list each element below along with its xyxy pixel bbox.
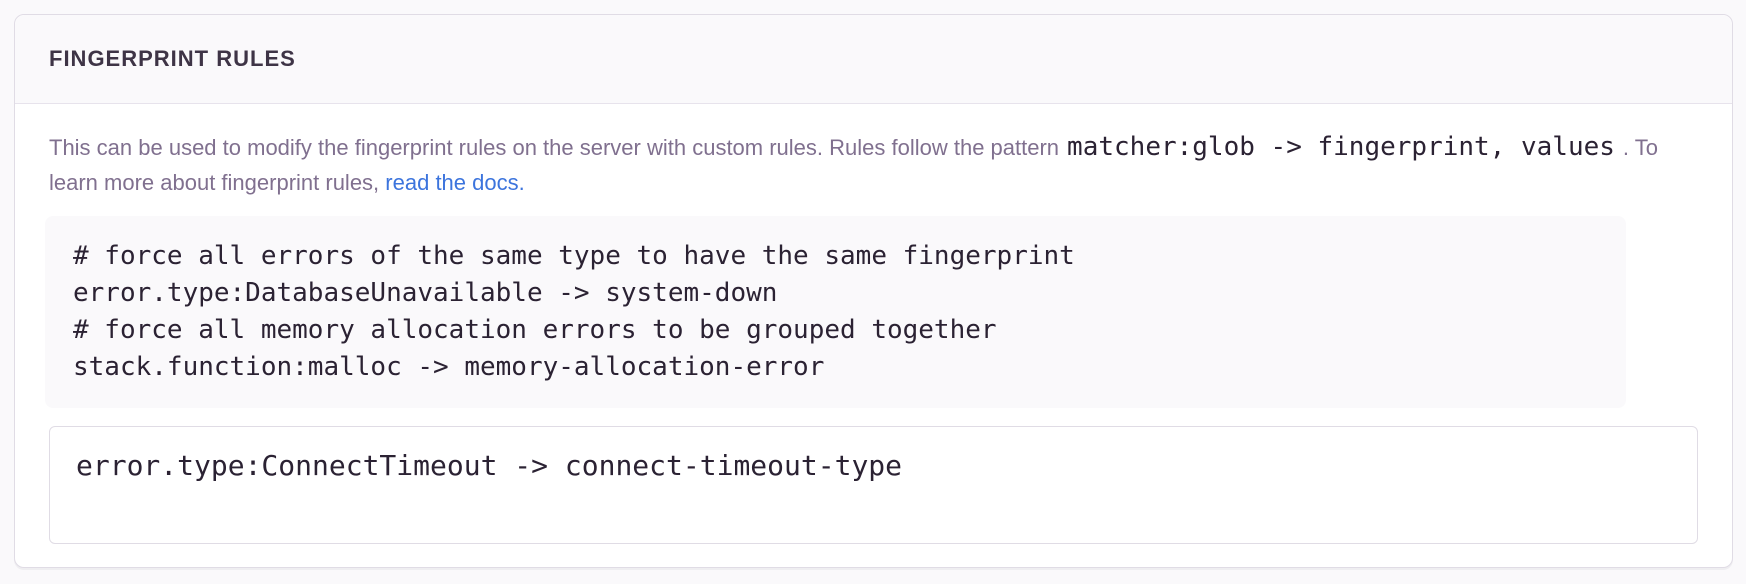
pattern-inline-code: matcher:glob -> fingerprint, values	[1067, 132, 1615, 162]
panel-body: This can be used to modify the fingerpri…	[15, 104, 1732, 567]
fingerprint-rules-panel: FINGERPRINT RULES This can be used to mo…	[14, 14, 1733, 568]
field-description: This can be used to modify the fingerpri…	[49, 130, 1659, 200]
example-rules-code-block: # force all errors of the same type to h…	[45, 216, 1626, 408]
fingerprint-rules-textarea[interactable]: error.type:ConnectTimeout -> connect-tim…	[49, 426, 1698, 544]
description-text-after-pattern: . To learn more about fingerprint rules,	[49, 135, 1658, 195]
read-the-docs-link[interactable]: read the docs.	[385, 170, 525, 195]
panel-title: FINGERPRINT RULES	[49, 46, 296, 71]
panel-header: FINGERPRINT RULES	[15, 15, 1732, 104]
description-text-before-pattern: This can be used to modify the fingerpri…	[49, 135, 1060, 160]
